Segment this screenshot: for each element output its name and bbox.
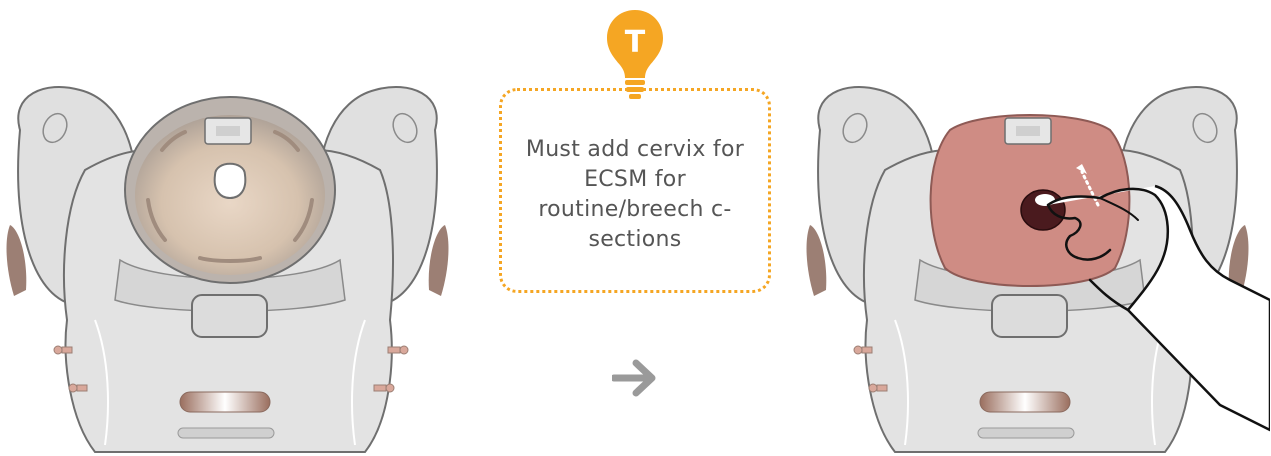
tip-text: Must add cervix for ECSM for routine/bre…	[525, 136, 745, 252]
lightbulb-icon: T	[607, 10, 663, 99]
arrow-right-icon	[612, 359, 656, 397]
tip-icon-letter: T	[625, 25, 646, 60]
tip-callout: Must add cervix for ECSM for routine/bre…	[499, 88, 771, 293]
simulator-pelvis-open-icon	[6, 85, 449, 453]
simulator-pelvis-with-cervix-icon	[806, 85, 1270, 453]
